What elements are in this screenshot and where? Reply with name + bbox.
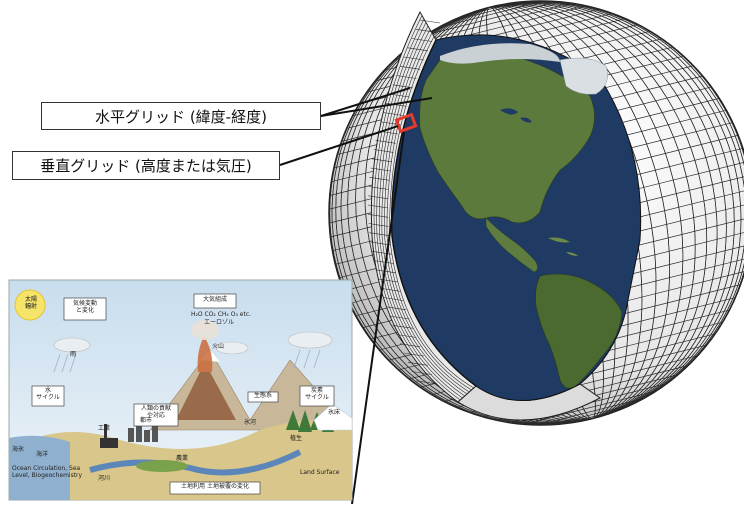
highlighted-grid-cell — [394, 112, 418, 134]
horizontal-grid-callout: 水平グリッド (緯度-経度) — [41, 102, 321, 130]
climate-system-inset — [8, 279, 353, 501]
pointer-lines — [279, 87, 433, 505]
sun-icon — [14, 289, 46, 321]
inner-earth — [391, 34, 642, 401]
cutaway-wedge — [367, 10, 601, 421]
vertical-grid-label: 垂直グリッド (高度または気圧) — [40, 157, 252, 175]
vertical-grid-callout: 垂直グリッド (高度または気圧) — [12, 151, 280, 180]
horizontal-grid-label: 水平グリッド (緯度-経度) — [95, 107, 267, 126]
globe — [328, 0, 744, 426]
south-america — [535, 273, 623, 389]
